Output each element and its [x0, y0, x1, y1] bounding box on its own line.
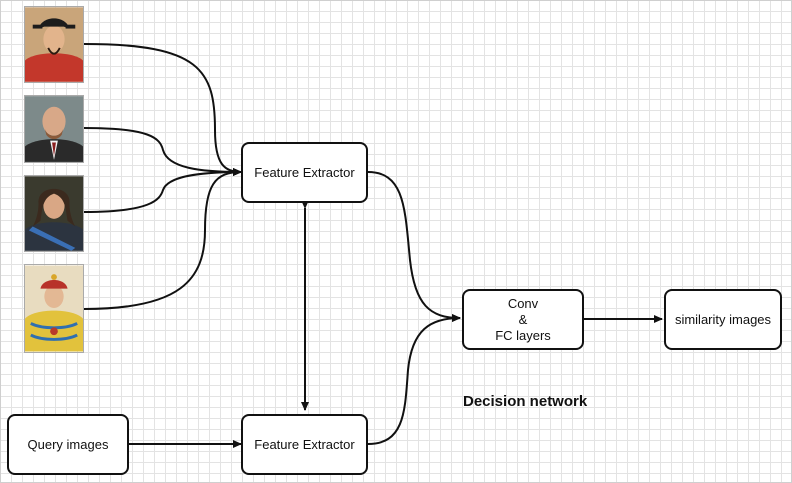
feature-extractor-bottom-label: Feature Extractor	[254, 436, 355, 452]
fc-layers-label: FC layers	[495, 327, 551, 343]
similarity-images-box: similarity images	[664, 289, 782, 350]
portrait-image	[25, 7, 83, 82]
feature-extractor-top-box: Feature Extractor	[241, 142, 368, 203]
portrait-emperor-red-robe	[24, 6, 84, 83]
connector-portrait2-to-extractor	[83, 127, 242, 176]
decision-network-caption: Decision network	[463, 393, 588, 410]
connector-top-extractor-to-conv	[367, 171, 461, 322]
conv-label: Conv	[507, 295, 539, 311]
connector-portrait1-to-extractor	[83, 43, 242, 176]
portrait-emperor-yellow-robe	[24, 264, 84, 353]
feature-extractor-bottom-box: Feature Extractor	[241, 414, 368, 475]
portrait-image	[25, 176, 83, 251]
conv-fc-layers-box: Conv & FC layers	[462, 289, 584, 350]
connector-portrait3-to-extractor	[83, 168, 242, 213]
query-images-label: Query images	[27, 436, 109, 452]
portrait-image	[25, 96, 83, 162]
portrait-image	[25, 265, 83, 352]
portrait-man-armor	[24, 175, 84, 252]
feature-extractor-top-label: Feature Extractor	[254, 164, 355, 180]
portrait-man-dark-suit	[24, 95, 84, 163]
connector-bottom-extractor-to-conv	[367, 314, 461, 445]
similarity-images-label: similarity images	[674, 311, 772, 327]
ampersand-label: &	[518, 311, 528, 327]
connector-portrait4-to-extractor	[83, 168, 242, 310]
query-images-box: Query images	[7, 414, 129, 475]
